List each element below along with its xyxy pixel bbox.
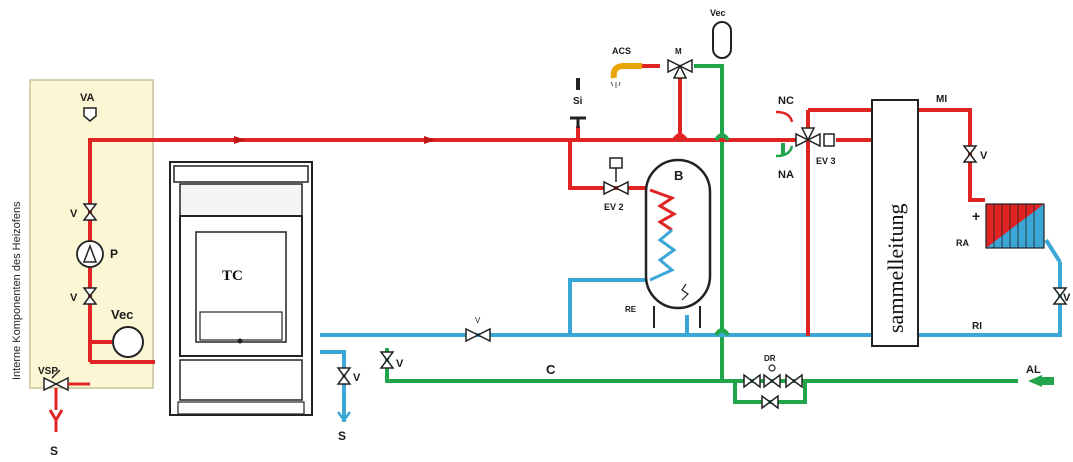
svg-text:V: V [70, 208, 78, 220]
svg-text:V: V [353, 372, 361, 384]
svg-text:NA: NA [778, 169, 794, 181]
safety-valve-vsp: VSP S [38, 366, 69, 458]
mi-label: MI [936, 94, 947, 105]
internal-components-caption: Interne Komponenten des Heizofens [11, 201, 23, 380]
svg-text:S: S [338, 429, 346, 443]
valve-v-return: V [465, 316, 491, 343]
stove-label: TC [222, 268, 243, 284]
svg-text:B: B [674, 168, 683, 183]
return-lines [320, 238, 1062, 422]
valve-v-internal-mid: V [70, 287, 98, 305]
svg-text:P: P [110, 247, 118, 261]
svg-text:NC: NC [778, 95, 794, 107]
mixer-valve-m: M [667, 47, 693, 79]
svg-text:ACS: ACS [612, 46, 631, 56]
svg-text:V: V [70, 292, 78, 304]
flow-arrows [234, 136, 1054, 387]
svg-text:VSP: VSP [38, 366, 58, 377]
air-vent-va: VA [80, 92, 97, 122]
valve-v-green: V [379, 351, 404, 370]
cold-water-label: C [546, 362, 556, 377]
svg-text:M: M [675, 47, 682, 56]
svg-text:DR: DR [764, 354, 776, 363]
valve-v-internal-top: V [70, 203, 98, 221]
hot-water-tap-acs: ACS [610, 46, 642, 88]
valve-ev2: EV 2 [603, 157, 629, 212]
svg-text:EV 2: EV 2 [604, 202, 624, 212]
manifold: sammelleitung [871, 99, 919, 347]
pump-p: P [76, 240, 118, 268]
expansion-vessel-top: Vec [710, 8, 732, 59]
svg-text:V: V [396, 358, 404, 370]
stove-tc: TC [169, 161, 313, 416]
svg-text:EV 3: EV 3 [816, 156, 836, 166]
svg-text:V: V [1063, 292, 1071, 304]
svg-text:V: V [980, 150, 988, 162]
valve-v-right-top: V [962, 145, 988, 163]
svg-text:Si: Si [573, 96, 583, 107]
radiator-ra: + RA [956, 203, 1045, 249]
expansion-vessel-left: Vec [111, 307, 144, 358]
svg-text:RE: RE [625, 305, 637, 314]
valve-ev3: NC NA EV 3 [775, 95, 836, 181]
drain-valve-v: V S [336, 367, 361, 443]
svg-text:Vec: Vec [710, 8, 726, 18]
svg-text:+: + [972, 208, 980, 224]
manifold-label: sammelleitung [883, 203, 908, 333]
boiler-b: B RE [625, 158, 712, 328]
svg-text:V: V [475, 316, 481, 325]
pressure-reducer-dr: DR [743, 354, 803, 410]
svg-text:RA: RA [956, 238, 969, 248]
svg-text:VA: VA [80, 92, 95, 104]
valve-v-right-low: V [1052, 287, 1071, 305]
ri-label: RI [972, 321, 982, 332]
al-label: AL [1026, 364, 1041, 376]
crossing-bumps [672, 133, 730, 337]
svg-text:S: S [50, 444, 58, 458]
svg-text:Vec: Vec [111, 307, 133, 322]
safety-si: Si [570, 78, 586, 128]
